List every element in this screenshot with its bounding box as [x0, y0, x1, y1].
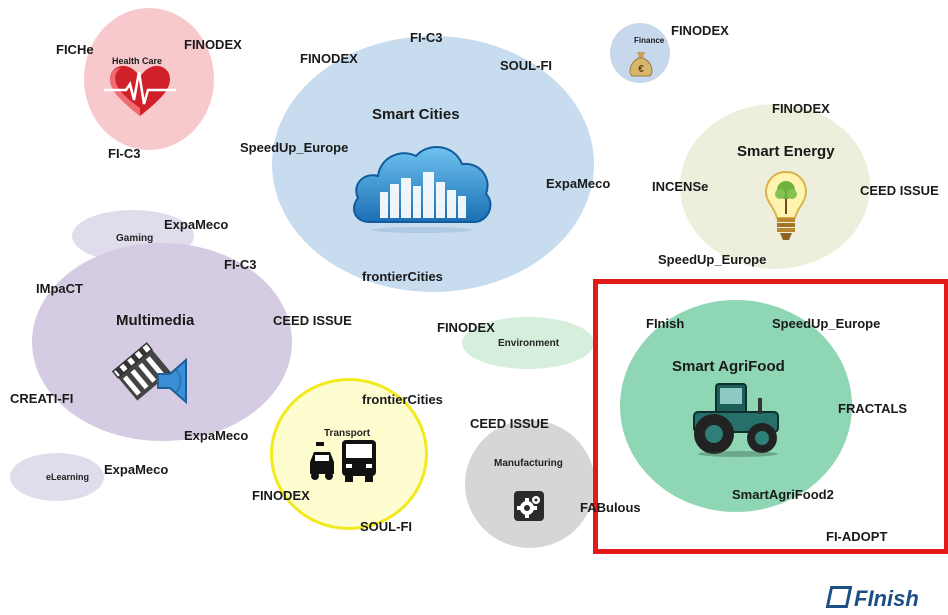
project-label: SOUL-FI [360, 519, 412, 534]
money-bag-icon: € [629, 52, 653, 77]
gaming-title: Gaming [116, 233, 154, 244]
environment-title: Environment [498, 338, 560, 349]
project-label: SpeedUp_Europe [772, 316, 881, 331]
health-care-title: Health Care [112, 56, 163, 66]
project-label: FI-C3 [224, 257, 257, 272]
project-label: FINODEX [252, 488, 310, 503]
environment-bubble [462, 317, 594, 369]
logo-mark-icon [825, 586, 853, 608]
tractor-icon [693, 383, 779, 457]
lightbulb-icon [764, 170, 808, 240]
finish-logo: FInish [825, 586, 919, 612]
project-label: CEED ISSUE [470, 416, 549, 431]
project-label: FI-C3 [108, 146, 141, 161]
project-label: frontierCities [362, 269, 443, 284]
cloud-city-icon [353, 145, 492, 233]
project-label: FICHe [56, 42, 94, 57]
project-label: IMpaCT [36, 281, 83, 296]
project-label: FINODEX [437, 320, 495, 335]
multimedia-bubble [32, 243, 292, 441]
finance-title: Finance [634, 36, 665, 45]
multimedia-icon [111, 342, 187, 405]
project-label: FInish [646, 316, 685, 331]
transport-title: Transport [324, 428, 371, 439]
project-label: INCENSe [652, 179, 709, 194]
project-label: frontierCities [362, 392, 443, 407]
project-label: ExpaMeco [184, 428, 249, 443]
project-label: SpeedUp_Europe [658, 252, 767, 267]
smart-cities-title: Smart Cities [372, 106, 460, 123]
taxi-bus-icon [310, 440, 376, 482]
project-label: SmartAgriFood2 [732, 487, 834, 502]
project-label: FINODEX [671, 23, 729, 38]
project-label: SpeedUp_Europe [240, 140, 349, 155]
project-label: ExpaMeco [164, 217, 229, 232]
project-label: FRACTALS [838, 401, 908, 416]
project-label: ExpaMeco [546, 176, 611, 191]
elearning-title: eLearning [46, 472, 90, 482]
heart-icon [104, 65, 176, 116]
multimedia-title: Multimedia [116, 312, 195, 329]
fi-adopt-label: FI-ADOPT [826, 529, 888, 544]
project-label: CEED ISSUE [860, 183, 939, 198]
highlight-frame [593, 279, 948, 554]
project-label: ExpaMeco [104, 462, 169, 477]
project-label: CREATI-FI [10, 391, 74, 406]
project-label: FI-C3 [410, 30, 443, 45]
manufacturing-title: Manufacturing [494, 458, 563, 469]
project-label: SOUL-FI [500, 58, 552, 73]
project-label: CEED ISSUE [273, 313, 352, 328]
svg-text:€: € [638, 64, 644, 75]
smart-energy-title: Smart Energy [737, 143, 835, 160]
project-label: FINODEX [300, 51, 358, 66]
project-label: FINODEX [184, 37, 242, 52]
gear-icon [514, 491, 544, 521]
manufacturing-bubble [465, 420, 595, 548]
project-label: FABulous [580, 500, 641, 515]
logo-text: FInish [854, 586, 919, 611]
project-label: FINODEX [772, 101, 830, 116]
smart-agrifood-title: Smart AgriFood [672, 358, 785, 375]
elearning-bubble [10, 453, 104, 501]
